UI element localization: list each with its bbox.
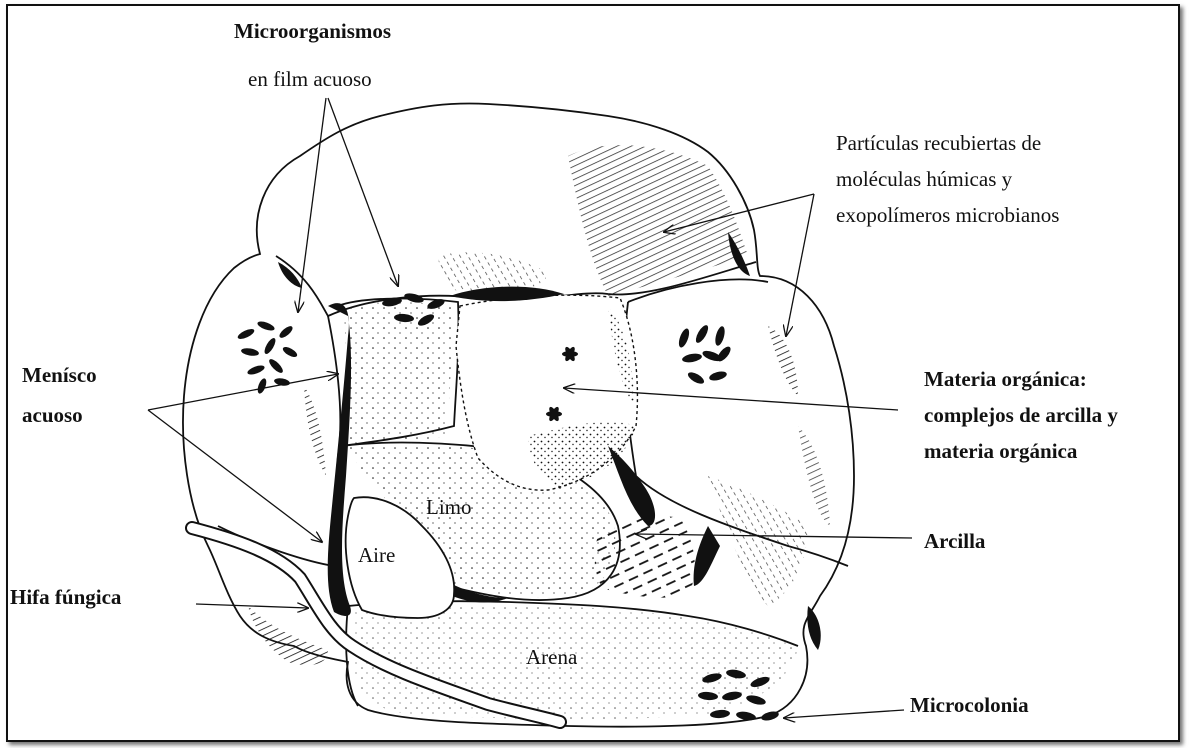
label-limo: Limo <box>426 495 472 519</box>
clay-region <box>595 516 695 598</box>
label-menisco-line1: Menísco <box>22 363 97 387</box>
label-materia-line1: Materia orgánica: <box>924 367 1087 391</box>
soil-aggregate-diagram: Microorganismos en film acuoso Partícula… <box>8 6 1180 742</box>
label-microorganismos: Microorganismos <box>234 19 391 43</box>
label-microcolonia: Microcolonia <box>910 693 1029 717</box>
label-particulas-line3: exopolímeros microbianos <box>836 203 1059 227</box>
label-materia-line2: complejos de arcilla y <box>924 403 1118 427</box>
label-particulas-line2: moléculas húmicas y <box>836 167 1013 191</box>
microorganism-cluster-right <box>677 323 733 386</box>
label-arena: Arena <box>526 645 578 669</box>
diagram-frame: Microorganismos en film acuoso Partícula… <box>6 4 1180 742</box>
label-en-film-acuoso: en film acuoso <box>248 67 372 91</box>
label-menisco-line2: acuoso <box>22 403 83 427</box>
label-aire: Aire <box>358 543 395 567</box>
label-particulas-line1: Partículas recubiertas de <box>836 131 1041 155</box>
label-arcilla: Arcilla <box>924 529 986 553</box>
label-hifa-fungica: Hifa fúngica <box>10 585 122 609</box>
label-materia-line3: materia orgánica <box>924 439 1078 463</box>
organic-matter-cluster <box>456 295 637 490</box>
